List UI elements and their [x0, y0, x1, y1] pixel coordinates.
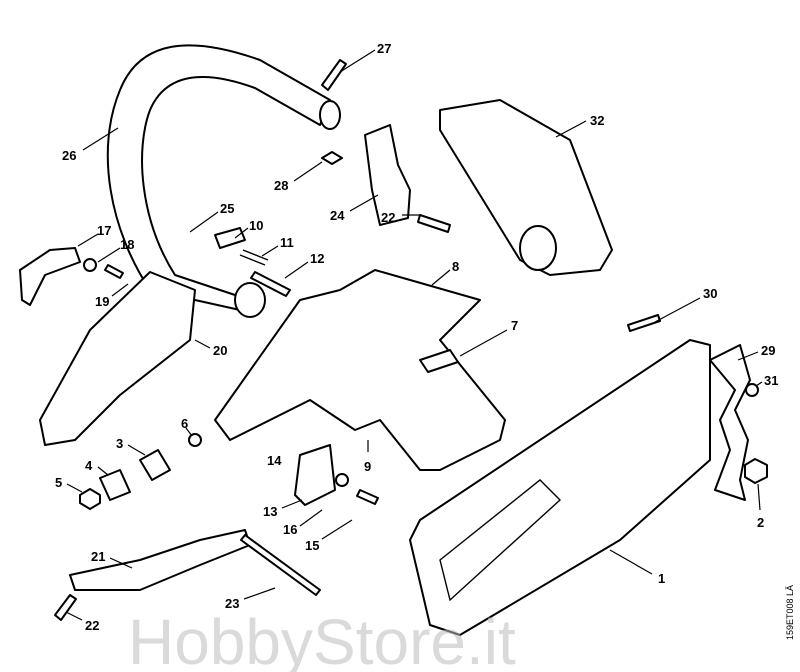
part-rod-23 — [240, 534, 321, 596]
label-24: 24 — [330, 208, 345, 223]
label-14: 14 — [267, 453, 282, 468]
label-21: 21 — [91, 549, 105, 564]
label-19: 19 — [95, 294, 109, 309]
part-3 — [139, 449, 171, 481]
part-handle-cover-20 — [39, 271, 196, 446]
part-handlebar-end-top — [319, 100, 341, 130]
label-25: 25 — [220, 201, 234, 216]
part-31 — [745, 383, 759, 397]
label-30: 30 — [703, 286, 717, 301]
label-16: 16 — [283, 522, 297, 537]
label-17: 17 — [97, 223, 111, 238]
part-sprocket-cover-32 — [439, 99, 613, 276]
part-15 — [356, 489, 379, 505]
part-spring-11 — [239, 249, 269, 266]
part-screw-27 — [321, 59, 347, 91]
label-1: 1 — [658, 571, 665, 586]
label-20: 20 — [213, 343, 227, 358]
label-10: 10 — [249, 218, 263, 233]
label-2: 2 — [757, 515, 764, 530]
part-side-cover-1 — [409, 339, 711, 636]
label-15: 15 — [305, 538, 319, 553]
part-6 — [188, 433, 202, 447]
label-28: 28 — [274, 178, 288, 193]
label-18: 18 — [120, 237, 134, 252]
part-bolt-30 — [627, 314, 661, 332]
part-screw-22 — [54, 594, 77, 621]
label-32: 32 — [590, 113, 604, 128]
part-13 — [294, 444, 336, 506]
part-cover-hole — [519, 225, 557, 271]
label-7: 7 — [511, 318, 518, 333]
part-16 — [335, 473, 349, 487]
label-22-bottom: 22 — [85, 618, 99, 633]
part-nut-2 — [744, 458, 768, 484]
label-23: 23 — [225, 596, 239, 611]
part-washer-4 — [99, 469, 131, 501]
label-22: 22 — [381, 210, 395, 225]
part-housing — [214, 269, 506, 471]
label-3: 3 — [116, 436, 123, 451]
part-lever-17 — [19, 247, 81, 306]
label-26: 26 — [62, 148, 76, 163]
part-18 — [83, 258, 97, 272]
label-27: 27 — [377, 41, 391, 56]
part-cover-window — [439, 479, 562, 602]
leader-lines — [65, 49, 763, 621]
part-nut-28 — [321, 151, 343, 165]
part-handlebar-end — [234, 282, 266, 318]
label-11: 11 — [280, 235, 294, 250]
part-7 — [419, 349, 459, 373]
part-bolt-22-top — [417, 214, 451, 233]
label-31: 31 — [764, 373, 778, 388]
label-29: 29 — [761, 343, 775, 358]
label-6: 6 — [181, 416, 188, 431]
watermark: HobbyStore.it — [128, 606, 516, 672]
label-9: 9 — [364, 459, 371, 474]
part-bracket-24 — [364, 124, 411, 226]
label-4: 4 — [85, 458, 93, 473]
label-8: 8 — [452, 259, 459, 274]
part-19 — [104, 264, 124, 279]
label-13: 13 — [263, 504, 277, 519]
callout-labels: 27 26 32 28 24 25 10 11 22 12 8 17 18 19… — [55, 41, 778, 633]
label-5: 5 — [55, 475, 62, 490]
label-12: 12 — [310, 251, 324, 266]
part-nut-5 — [79, 488, 101, 510]
part-sleeve-10 — [214, 227, 246, 249]
drawing-code: 159ET008 LÄ — [785, 585, 795, 640]
part-pin-12 — [250, 271, 291, 297]
part-spike-29 — [709, 344, 751, 501]
